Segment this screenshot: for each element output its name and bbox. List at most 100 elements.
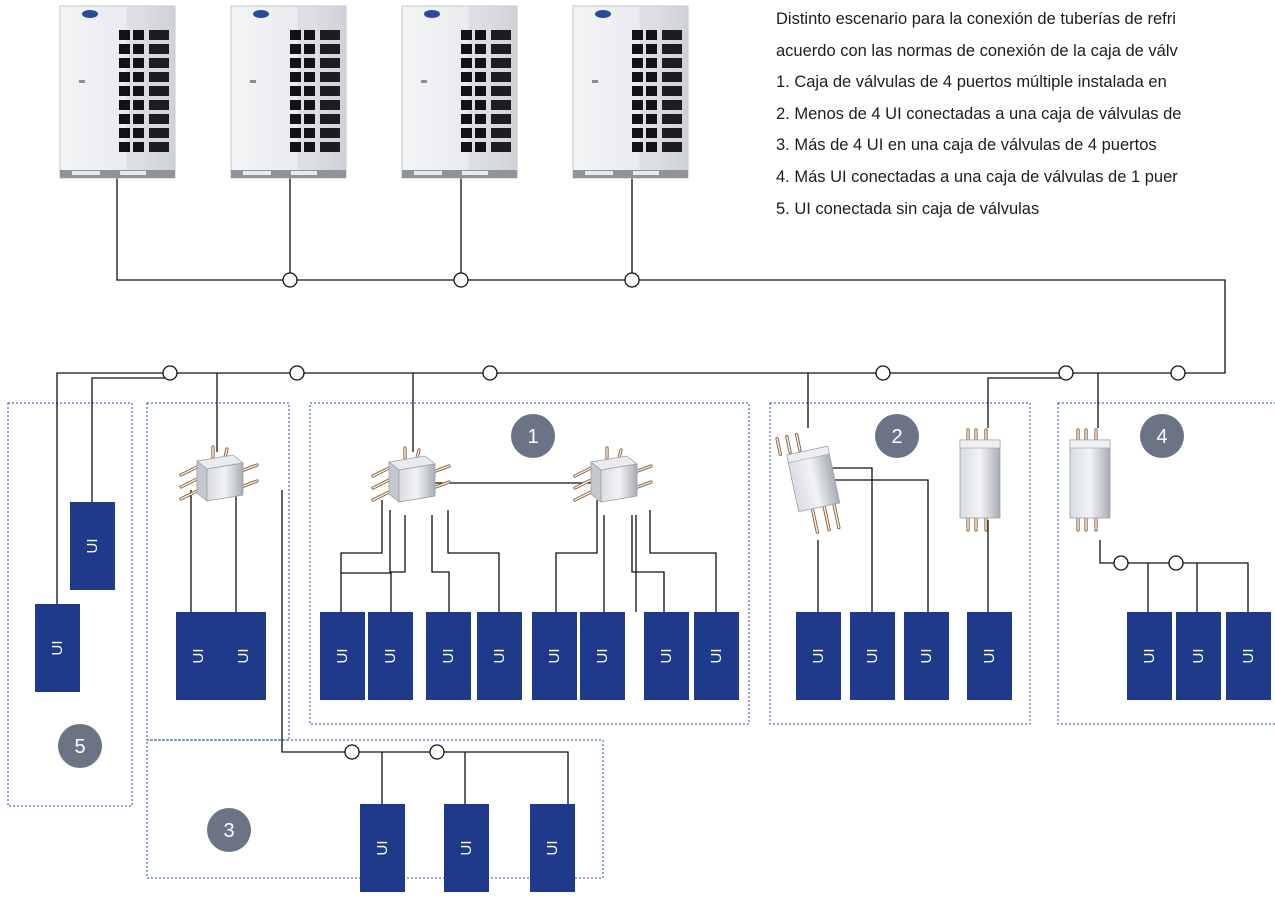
scenario-badge: 1	[511, 414, 555, 458]
indoor-unit-label: UI	[981, 649, 998, 664]
joint-icon	[1113, 555, 1129, 571]
indoor-unit-label: UI	[334, 649, 351, 664]
indoor-unit: UI	[967, 612, 1012, 700]
joint-icon	[1168, 555, 1184, 571]
pipe-line	[987, 377, 1065, 428]
indoor-unit: UI	[904, 612, 949, 700]
pipe-line	[649, 510, 717, 612]
scenario-group-frame	[1057, 402, 1275, 725]
valve-box-4-port-icon	[775, 432, 841, 534]
scenario-item-2: 2. Menos de 4 UI conectadas a una caja d…	[776, 104, 1182, 123]
indoor-unit-label: UI	[190, 649, 207, 664]
outdoor-unit-icon	[401, 5, 518, 179]
scenario-badge: 2	[875, 414, 919, 458]
indoor-unit-label: UI	[864, 649, 881, 664]
description-intro-line-2: acuerdo con las normas de conexión de la…	[776, 41, 1178, 60]
pipe-line	[832, 479, 929, 612]
indoor-unit-label: UI	[708, 649, 725, 664]
indoor-unit: UI	[580, 612, 625, 700]
indoor-unit-label: UI	[1141, 649, 1158, 664]
indoor-unit-label: UI	[658, 649, 675, 664]
outdoor-unit-icon	[572, 5, 689, 179]
scenario-group-frame	[146, 402, 290, 741]
indoor-unit-label: UI	[440, 649, 457, 664]
outdoor-unit-icon	[59, 5, 176, 179]
indoor-unit: UI	[360, 804, 405, 892]
scenario-item-3: 3. Más de 4 UI en una caja de válvulas d…	[776, 136, 1157, 155]
indoor-unit: UI	[1176, 612, 1221, 700]
joint-icon	[289, 365, 305, 381]
indoor-unit: UI	[477, 612, 522, 700]
scenario-badge-label: 2	[891, 426, 902, 448]
pipe-line	[447, 510, 500, 612]
pipe-line	[390, 515, 406, 612]
scenario-badge-label: 4	[1156, 426, 1167, 448]
indoor-unit-label: UI	[374, 841, 391, 856]
indoor-unit-label: UI	[594, 649, 611, 664]
indoor-unit: UI	[530, 804, 575, 892]
valve-box-1-port-icon	[959, 428, 1001, 532]
indoor-unit-label: UI	[918, 649, 935, 664]
indoor-unit-label: UI	[382, 649, 399, 664]
joint-icon	[282, 272, 298, 288]
indoor-unit: UI	[221, 612, 266, 700]
valve-box-1-port-icon	[1069, 428, 1111, 532]
joint-icon	[1170, 365, 1186, 381]
scenario-item-4: 4. Más UI conectadas a una caja de válvu…	[776, 167, 1178, 186]
valve-box-4-port-icon	[179, 445, 259, 502]
indoor-unit-label: UI	[1240, 649, 1257, 664]
joint-icon	[1058, 365, 1074, 381]
description-intro-line-1: Distinto escenario para la conexión de t…	[776, 10, 1176, 28]
indoor-unit-label: UI	[49, 641, 66, 656]
scenario-badge-label: 3	[223, 820, 234, 842]
indoor-unit-label: UI	[458, 841, 475, 856]
pipe-line	[340, 500, 383, 612]
indoor-unit: UI	[320, 612, 365, 700]
valve-box-4-port-icon	[573, 446, 653, 503]
indoor-unit-label: UI	[84, 539, 101, 554]
indoor-unit: UI	[35, 604, 80, 692]
indoor-unit: UI	[694, 612, 739, 700]
description-text: Distinto escenario para la conexión de t…	[776, 4, 1275, 225]
pipe-line	[341, 510, 391, 574]
pipe-line	[56, 178, 1226, 604]
indoor-unit: UI	[70, 502, 115, 590]
valve-box-4-port-icon	[371, 446, 451, 503]
indoor-unit-label: UI	[810, 649, 827, 664]
indoor-unit: UI	[426, 612, 471, 700]
indoor-unit: UI	[444, 804, 489, 892]
indoor-unit-label: UI	[546, 649, 563, 664]
indoor-unit-label: UI	[1190, 649, 1207, 664]
pipe-line	[555, 500, 598, 612]
indoor-unit: UI	[850, 612, 895, 700]
scenario-item-5: 5. UI conectada sin caja de válvulas	[776, 199, 1040, 218]
indoor-unit: UI	[644, 612, 689, 700]
joint-icon	[624, 272, 640, 288]
pipe-line	[431, 515, 450, 612]
indoor-unit-label: UI	[544, 841, 561, 856]
indoor-unit: UI	[368, 612, 413, 700]
scenario-badge: 3	[207, 808, 251, 852]
scenario-item-1: 1. Caja de válvulas de 4 puertos múltipl…	[776, 73, 1167, 92]
pipe-line	[832, 467, 873, 612]
joint-icon	[453, 272, 469, 288]
scenario-badge-label: 1	[527, 426, 538, 448]
indoor-unit: UI	[796, 612, 841, 700]
scenario-badge-label: 5	[74, 736, 85, 758]
outdoor-unit-icon	[230, 5, 347, 179]
indoor-unit: UI	[1226, 612, 1271, 700]
indoor-unit: UI	[176, 612, 221, 700]
scenario-group-frame	[769, 402, 1031, 725]
pipe-line	[91, 377, 170, 502]
pipe-line	[1099, 540, 1249, 612]
pipe-line	[631, 515, 665, 612]
scenario-group-frame	[7, 402, 133, 807]
indoor-unit-label: UI	[491, 649, 508, 664]
scenario-badge: 4	[1140, 414, 1184, 458]
indoor-unit: UI	[1127, 612, 1172, 700]
joint-icon	[429, 744, 445, 760]
indoor-unit-label: UI	[235, 649, 252, 664]
pipe-line	[281, 490, 569, 804]
joint-icon	[162, 365, 178, 381]
